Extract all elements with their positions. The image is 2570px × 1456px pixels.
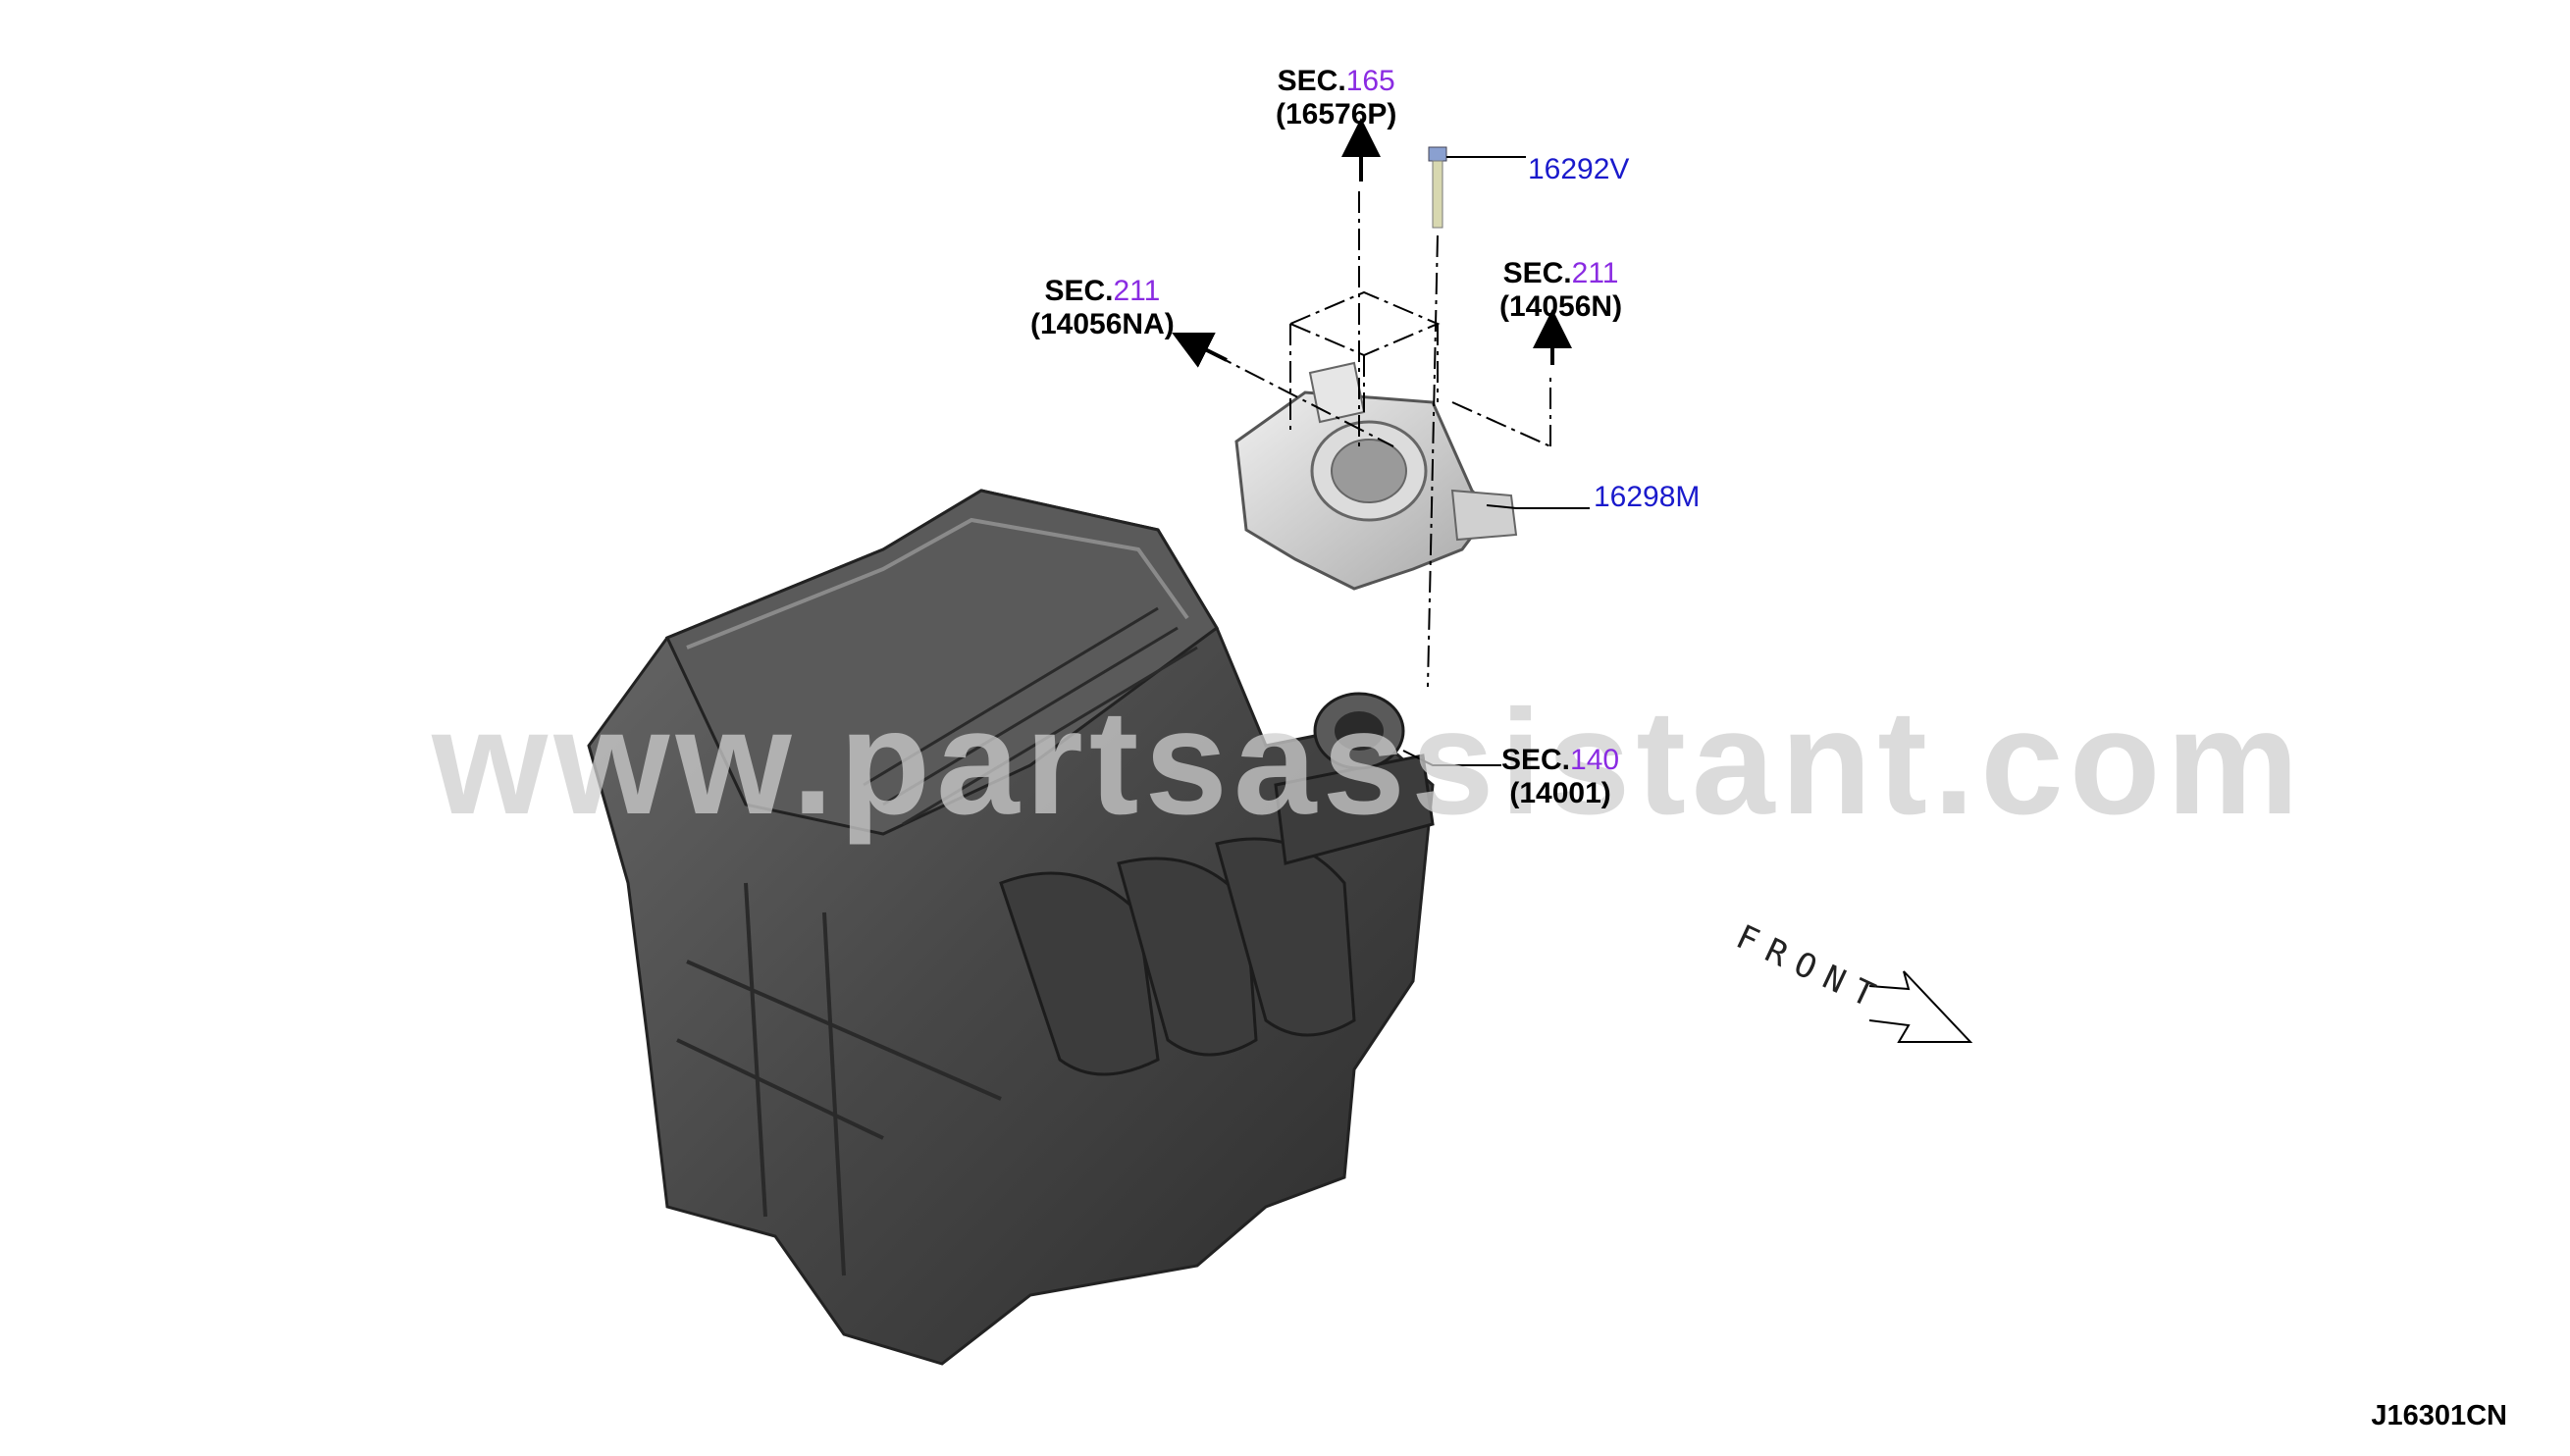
center-lines	[1211, 191, 1551, 688]
sec-number[interactable]: 140	[1570, 744, 1620, 776]
part-number-throttle-body[interactable]: 16298M	[1594, 481, 1701, 513]
sec-number[interactable]: 211	[1113, 275, 1161, 307]
sec-arrows	[1172, 118, 1572, 368]
sec-prefix: SEC.	[1044, 275, 1114, 307]
sec-prefix: SEC.	[1277, 65, 1346, 97]
sec-prefix: SEC.	[1501, 744, 1571, 776]
throttle-body[interactable]	[1234, 361, 1518, 591]
part-reference: (14001)	[1509, 777, 1611, 809]
callout-sec140[interactable]: SEC.140 (14001)	[1501, 744, 1619, 810]
sec-prefix: SEC.	[1502, 257, 1572, 289]
part-reference: (14056NA)	[1030, 308, 1175, 340]
diagram-code: J16301CN	[2371, 1400, 2507, 1431]
front-arrow	[1868, 970, 1973, 1043]
callout-sec211-a[interactable]: SEC.211 (14056NA)	[1030, 275, 1175, 341]
callout-sec165[interactable]: SEC.165 (16576P)	[1276, 65, 1396, 131]
callout-sec211-b[interactable]: SEC.211 (14056N)	[1499, 257, 1622, 324]
part-number-bolt[interactable]: 16292V	[1528, 153, 1630, 185]
sec-number[interactable]: 165	[1345, 65, 1395, 97]
engine-block	[587, 489, 1435, 1366]
part-reference: (16576P)	[1276, 98, 1397, 130]
watermark: www.partsassistant.com	[432, 679, 2305, 846]
leader-lines	[1402, 156, 1590, 766]
part-reference: (14056N)	[1499, 290, 1623, 323]
bolt-part[interactable]	[1428, 146, 1447, 229]
sec-number[interactable]: 211	[1571, 257, 1619, 289]
